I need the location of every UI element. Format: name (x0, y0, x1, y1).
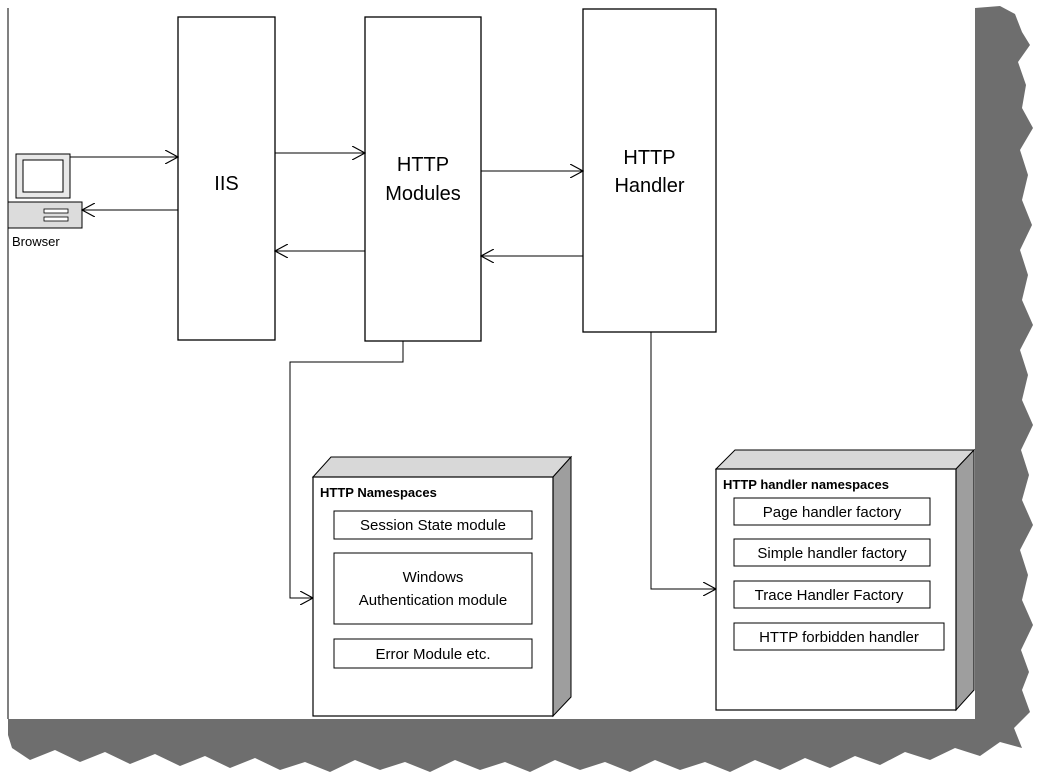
iis-box (177, 16, 276, 341)
http-modules-label-line1: HTTP (397, 154, 449, 176)
arrow-modules-to-namespaces (289, 341, 404, 598)
http-namespaces-node: HTTP Namespaces Session State module Win… (311, 455, 573, 718)
http-modules-box (364, 16, 482, 342)
error-module-box (333, 638, 533, 669)
connectors (70, 153, 716, 598)
trace-handler-factory-box (733, 580, 931, 609)
handler-namespaces-node: HTTP handler namespaces Page handler fac… (714, 448, 976, 712)
error-module-label: Error Module etc. (375, 646, 490, 663)
http-modules-label-line2: Modules (385, 183, 461, 205)
http-forbidden-handler-box (733, 622, 945, 651)
browser-label: Browser (12, 234, 60, 249)
session-state-module-box (333, 510, 533, 540)
http-handler-label-line1: HTTP (623, 147, 675, 169)
arrow-handler-to-handler-namespaces (650, 332, 716, 589)
windows-auth-module-label-line2: Authentication module (359, 592, 507, 609)
session-state-module-label: Session State module (360, 517, 506, 534)
trace-handler-factory-label: Trace Handler Factory (755, 587, 904, 604)
http-handler-box (582, 8, 717, 333)
http-forbidden-handler-label: HTTP forbidden handler (759, 629, 919, 646)
computer-icon (7, 153, 83, 229)
windows-auth-module-box (333, 552, 533, 625)
simple-handler-factory-label: Simple handler factory (757, 545, 907, 562)
simple-handler-factory-box (733, 538, 931, 567)
http-namespaces-title: HTTP Namespaces (320, 485, 437, 500)
http-handler-label-line2: Handler (614, 175, 684, 197)
page-handler-factory-box (733, 497, 931, 526)
iis-label: IIS (214, 173, 238, 195)
page-handler-factory-label: Page handler factory (763, 504, 902, 521)
windows-auth-module-label-line1: Windows (403, 569, 464, 586)
handler-namespaces-title: HTTP handler namespaces (723, 477, 889, 492)
